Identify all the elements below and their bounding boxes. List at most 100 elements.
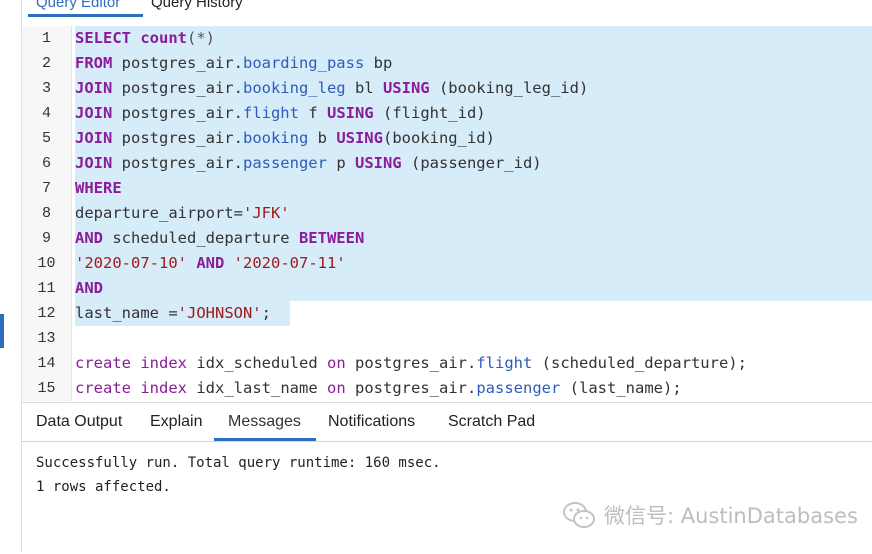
- code-token: f: [298, 104, 327, 122]
- code-text: AND: [75, 276, 872, 301]
- line-number: 3: [22, 76, 72, 101]
- code-token: (booking_leg_id): [429, 79, 589, 97]
- code-token: postgres_air.: [112, 104, 243, 122]
- code-token: b: [308, 129, 337, 147]
- code-token: booking_leg: [242, 79, 346, 97]
- code-token: idx_last_name: [187, 379, 327, 397]
- line-number: 7: [22, 176, 72, 201]
- tab-scratch-pad[interactable]: Scratch Pad: [448, 413, 536, 430]
- code-token: USING: [326, 104, 374, 122]
- code-text: JOIN postgres_air.booking_leg bl USING (…: [75, 76, 872, 101]
- code-text: create index idx_last_name on postgres_a…: [75, 376, 872, 401]
- line-number: 12: [22, 301, 72, 326]
- code-token: (booking_id): [382, 129, 495, 147]
- line-number: 5: [22, 126, 72, 151]
- editor-tab-strip: Query Editor Query History: [22, 0, 872, 20]
- code-token: boarding_pass: [242, 54, 365, 72]
- tab-query-history[interactable]: Query History: [151, 0, 243, 11]
- selection-highlight: [75, 76, 872, 101]
- code-token: p: [326, 154, 355, 172]
- selection-highlight: [75, 101, 872, 126]
- code-token: '2020-07-10': [75, 254, 187, 272]
- code-text: '2020-07-10' AND '2020-07-11': [75, 251, 872, 276]
- selection-highlight: [75, 201, 872, 226]
- watermark-text: 微信号: AustinDatabases: [604, 504, 858, 528]
- line-number: 15: [22, 376, 72, 401]
- code-token: last_name =: [75, 304, 178, 322]
- code-token: USING: [336, 129, 383, 147]
- code-token: booking: [242, 129, 309, 147]
- code-token: scheduled_departure: [103, 229, 299, 247]
- message-line: Successfully run. Total query runtime: 1…: [36, 455, 441, 471]
- tab-data-output[interactable]: Data Output: [36, 413, 123, 430]
- code-token: postgres_air.: [345, 379, 477, 397]
- tab-explain[interactable]: Explain: [150, 413, 203, 430]
- code-text: WHERE: [75, 176, 872, 201]
- code-token: AND: [196, 254, 225, 272]
- code-token: JOIN: [75, 104, 113, 122]
- line-number: 13: [22, 326, 72, 351]
- code-token: postgres_air.: [345, 354, 477, 372]
- code-token: postgres_air.: [112, 129, 243, 147]
- tab-notifications[interactable]: Notifications: [328, 413, 416, 430]
- selection-highlight: [75, 276, 872, 301]
- code-text: JOIN postgres_air.passenger p USING (pas…: [75, 151, 872, 176]
- code-text: SELECT count(*): [75, 26, 872, 51]
- code-token: USING: [354, 154, 402, 172]
- code-token: flight: [476, 354, 533, 372]
- selection-highlight: [75, 126, 872, 151]
- code-token: postgres_air.: [112, 79, 243, 97]
- code-token: WHERE: [75, 179, 122, 197]
- code-token: ;: [261, 304, 271, 322]
- code-text: create index idx_scheduled on postgres_a…: [75, 351, 872, 376]
- code-text: JOIN postgres_air.flight f USING (flight…: [75, 101, 872, 126]
- line-number: 9: [22, 226, 72, 251]
- code-token: passenger: [476, 379, 561, 397]
- tab-active-indicator: [28, 14, 143, 17]
- tab-query-editor[interactable]: Query Editor: [36, 0, 121, 11]
- selection-highlight: [75, 226, 872, 251]
- output-tab-active-indicator: [214, 438, 316, 441]
- code-line[interactable]: 10'2020-07-10' AND '2020-07-11': [22, 251, 872, 276]
- code-token: BETWEEN: [298, 229, 365, 247]
- code-text: FROM postgres_air.boarding_pass bp: [75, 51, 872, 76]
- tab-messages[interactable]: Messages: [228, 413, 301, 430]
- output-tab-bar: Data Output Explain Messages Notificatio…: [22, 403, 872, 442]
- line-number: 8: [22, 201, 72, 226]
- code-token: 'JFK': [242, 204, 290, 222]
- code-token: index: [140, 354, 188, 372]
- watermark: 微信号: AustinDatabases: [562, 498, 858, 532]
- code-token: [187, 254, 196, 272]
- code-token: create: [75, 379, 131, 397]
- code-token: (scheduled_departure);: [532, 354, 747, 372]
- code-token: on: [327, 354, 346, 372]
- code-token: JOIN: [75, 79, 113, 97]
- code-token: index: [140, 379, 188, 397]
- code-token: (*): [187, 29, 216, 47]
- code-token: [131, 354, 140, 372]
- code-token: bp: [364, 54, 393, 72]
- selection-highlight: [75, 251, 872, 276]
- code-token: flight: [242, 104, 299, 122]
- code-token: idx_scheduled: [187, 354, 327, 372]
- output-panel: Data Output Explain Messages Notificatio…: [22, 402, 872, 554]
- code-token: JOIN: [75, 154, 113, 172]
- code-line[interactable]: 13: [22, 326, 872, 351]
- selection-highlight: [75, 51, 872, 76]
- messages-output: Successfully run. Total query runtime: 1…: [36, 451, 441, 499]
- code-token: [224, 254, 233, 272]
